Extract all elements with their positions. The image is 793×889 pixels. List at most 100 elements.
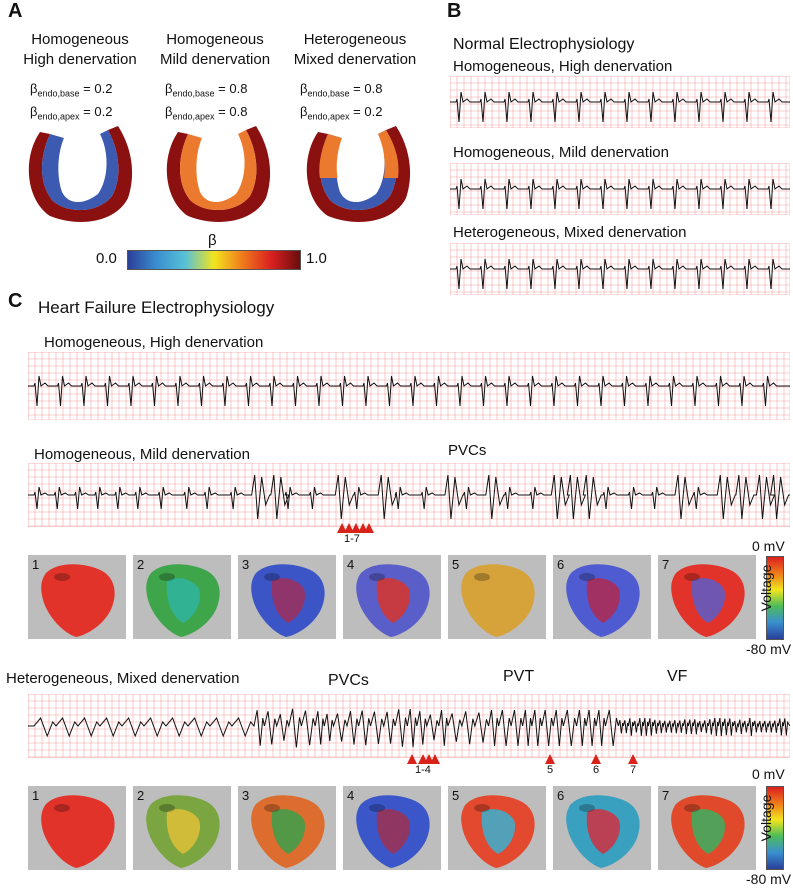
frame-number: 3 xyxy=(242,788,250,803)
heart-voltage-map xyxy=(41,795,115,868)
marker-label-1-7: 1-7 xyxy=(344,533,360,545)
col3-beta-params: βendo,base = 0.8 βendo,apex = 0.2 xyxy=(300,81,383,122)
heart-frames-row1: 1 2 3 4 5 6 7 xyxy=(28,555,756,639)
beta-colorbar xyxy=(127,250,301,270)
marker-triangle xyxy=(344,523,354,533)
ecg-hf-high xyxy=(28,352,790,420)
panel-a-col3-title: Heterogeneous Mixed denervation xyxy=(285,30,425,70)
hf-trace3-pvt-annotation: PVT xyxy=(503,668,535,685)
heart-voltage-map xyxy=(251,795,325,868)
col1-title-line2: High denervation xyxy=(23,51,137,68)
frame-number: 2 xyxy=(137,788,145,803)
col2-title-line2: Mild denervation xyxy=(159,51,271,68)
heart-voltage-map xyxy=(566,795,640,868)
marker-triangle xyxy=(407,754,417,764)
heart-frame-6: 6 xyxy=(553,555,651,639)
frame-number: 5 xyxy=(452,557,460,572)
heart-voltage-map xyxy=(671,564,745,637)
heart-frame-3: 3 xyxy=(238,786,336,870)
col3-base-value: = 0.8 xyxy=(353,81,383,96)
ecg-hf-mild xyxy=(28,463,790,527)
panel-b-title: Normal Electrophysiology xyxy=(453,36,635,53)
panel-b-trace3-label: Heterogeneous, Mixed denervation xyxy=(453,224,687,241)
heart-voltage-map xyxy=(146,795,220,868)
voltage-colorbar-row2 xyxy=(766,786,784,870)
marker-triangle xyxy=(628,754,638,764)
voltage-min-row2: -80 mV xyxy=(746,871,792,887)
frame-number: 6 xyxy=(557,557,565,572)
col3-title-line1: Heterogeneous xyxy=(303,31,407,48)
col3-apex-value: = 0.2 xyxy=(353,103,383,119)
voltage-min-row1: -80 mV xyxy=(746,641,792,657)
voltage-max-row2: 0 mV xyxy=(752,766,785,782)
heart-frame-4: 4 xyxy=(343,555,441,639)
heart-voltage-map xyxy=(356,795,430,868)
heart-voltage-map xyxy=(41,564,115,637)
frame-number: 2 xyxy=(137,557,145,572)
hf-trace3-label: Heterogeneous, Mixed denervation xyxy=(6,670,240,687)
marker-triangle xyxy=(591,754,601,764)
panel-a-letter: A xyxy=(8,0,23,22)
marker-label-5: 5 xyxy=(547,764,554,776)
col2-apex-value: = 0.8 xyxy=(218,103,248,119)
beta-colorbar-title: β xyxy=(208,232,217,249)
panel-b-trace1-label: Homogeneous, High denervation xyxy=(453,58,673,75)
voltage-axis-label-row2: Voltage xyxy=(758,794,774,842)
panel-a-col1-title: Homogeneous High denervation xyxy=(10,30,150,70)
marker-triangle xyxy=(545,754,555,764)
hf-trace2-label: Homogeneous, Mild denervation xyxy=(34,446,250,463)
heart-frame-5: 5 xyxy=(448,786,546,870)
frame-number: 7 xyxy=(662,557,670,572)
marker-triangle xyxy=(358,523,368,533)
frame-number: 6 xyxy=(557,788,565,803)
col1-beta-params: βendo,base = 0.2 βendo,apex = 0.2 xyxy=(30,81,113,122)
beta-colorbar-min: 0.0 xyxy=(96,250,117,267)
col2-beta-params: βendo,base = 0.8 βendo,apex = 0.8 xyxy=(165,81,248,122)
heart-voltage-map xyxy=(251,564,325,637)
beta-colorbar-max: 1.0 xyxy=(306,250,327,267)
heart-frame-1: 1 xyxy=(28,786,126,870)
col1-apex-value: = 0.2 xyxy=(83,103,113,119)
hf-trace3-pvcs-annotation: PVCs xyxy=(328,672,369,689)
col1-base-value: = 0.2 xyxy=(83,81,113,96)
hf-trace3-vf-annotation: VF xyxy=(667,668,688,685)
marker-triangle xyxy=(418,754,428,764)
marker-label-7: 7 xyxy=(630,764,637,776)
hf-trace1-label: Homogeneous, High denervation xyxy=(44,334,264,351)
heart-slice-mixed-denervation xyxy=(306,126,411,222)
marker-triangle xyxy=(351,523,361,533)
marker-triangle xyxy=(424,754,434,764)
heart-slice-mild-denervation xyxy=(166,126,271,222)
voltage-axis-label-row1: Voltage xyxy=(758,564,774,612)
panel-b-letter: B xyxy=(447,0,462,22)
heart-frame-4: 4 xyxy=(343,786,441,870)
heart-frame-6: 6 xyxy=(553,786,651,870)
frame-number: 7 xyxy=(662,788,670,803)
col3-title-line2: Mixed denervation xyxy=(293,51,417,68)
heart-voltage-map xyxy=(671,795,745,868)
col1-title-line1: Homogeneous xyxy=(31,31,129,48)
panel-c-letter: C xyxy=(8,290,23,312)
panel-a-col2-title: Homogeneous Mild denervation xyxy=(150,30,280,70)
heart-frame-7: 7 xyxy=(658,555,756,639)
hf-trace2-pvcs-annotation: PVCs xyxy=(448,442,487,459)
heart-frame-3: 3 xyxy=(238,555,336,639)
heart-voltage-map xyxy=(566,564,640,637)
heart-voltage-map xyxy=(356,564,430,637)
heart-frame-1: 1 xyxy=(28,555,126,639)
ecg-normal-high xyxy=(450,76,790,128)
frame-number: 4 xyxy=(347,557,355,572)
frame-number: 1 xyxy=(32,557,40,572)
frame-number: 3 xyxy=(242,557,250,572)
marker-triangle xyxy=(337,523,347,533)
heart-slice-high-denervation xyxy=(28,126,133,222)
heart-frame-5: 5 xyxy=(448,555,546,639)
ecg-hf-mixed xyxy=(28,694,790,758)
voltage-colorbar-row1 xyxy=(766,556,784,640)
heart-voltage-map xyxy=(146,564,220,637)
voltage-max-row1: 0 mV xyxy=(752,538,785,554)
panel-c-title: Heart Failure Electrophysiology xyxy=(38,298,275,317)
panel-b-trace2-label: Homogeneous, Mild denervation xyxy=(453,144,669,161)
marker-triangle xyxy=(364,523,374,533)
